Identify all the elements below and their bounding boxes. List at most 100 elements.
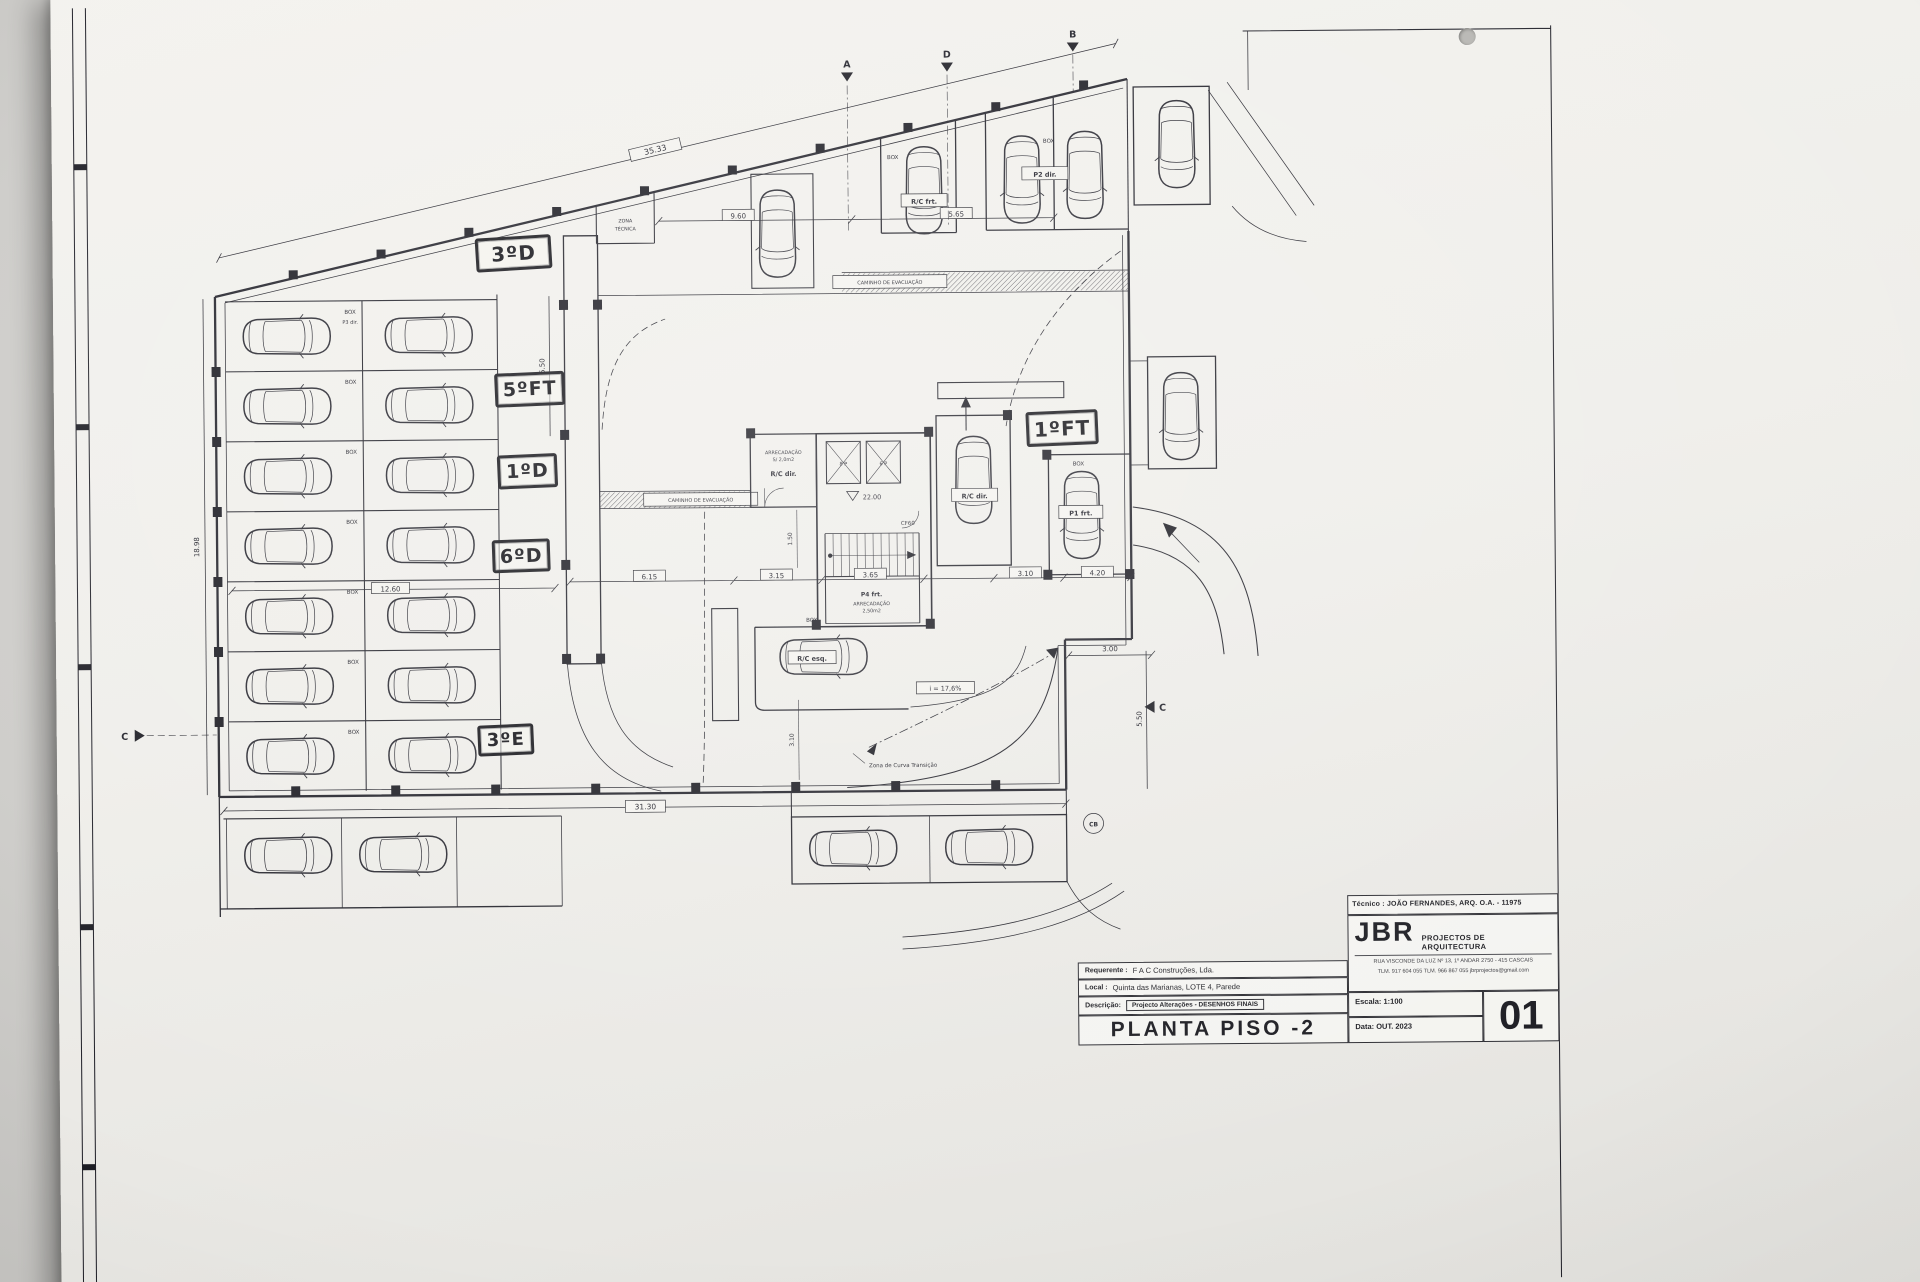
- drawing-title-text: PLANTA PISO -2: [1110, 1016, 1317, 1042]
- box-label: BOX: [347, 660, 359, 666]
- scale-text: Escala: 1:100: [1355, 996, 1403, 1007]
- elevator-label: 6 P: [879, 461, 887, 467]
- floor-plan-svg: BOX P3 dir. BOX BOX BOX BOX BOX BOX: [71, 8, 1563, 1282]
- top-right-parking: BOX R/C frt. BOX P2 dir.: [879, 30, 1315, 242]
- drawing-content: BOX P3 dir. BOX BOX BOX BOX BOX BOX: [50, 0, 1920, 1282]
- dim-1260: 12.60: [380, 585, 400, 593]
- curve-transition-label: Zona de Curva Transição: [869, 763, 938, 770]
- evacuation-path-label: CAMINHO DE EVACUAÇÃO: [857, 279, 922, 287]
- hole-punch-mark: [1458, 27, 1476, 46]
- dim-315: 3.15: [769, 572, 785, 580]
- box-label: BOX: [887, 155, 899, 161]
- client-label: Requerente :: [1084, 967, 1128, 975]
- hand-label-6d: 6ºD: [491, 538, 551, 574]
- title-block: Técnico : JOÃO FERNANDES, ARQ. O.A. - 11…: [1077, 893, 1560, 1046]
- firm-name: PROJECTOS DE ARQUITECTURA: [1421, 932, 1487, 952]
- unit-label-p2-dir: P2 dir.: [1033, 171, 1056, 179]
- technician-text: Técnico : JOÃO FERNANDES, ARQ. O.A. - 11…: [1352, 899, 1522, 909]
- titleblock-firm: JBR PROJECTOS DE ARQUITECTURA RUA VISCON…: [1347, 913, 1560, 993]
- unit-label-p3: P3 dir.: [342, 320, 358, 326]
- titleblock-date: Data: OUT. 2023: [1348, 1015, 1484, 1044]
- unit-label-p4-frt: P4 frt.: [861, 591, 882, 598]
- location-label: Local :: [1084, 984, 1108, 992]
- firm-address-2: TLM. 917 604 055 TLM. 966 867 055 jbrpro…: [1377, 967, 1530, 976]
- zona-tecnica-label: ZONA: [618, 218, 633, 224]
- hand-label-5ft: 5ºFT: [494, 370, 566, 408]
- paper-sheet: BOX P3 dir. BOX BOX BOX BOX BOX BOX: [50, 0, 1920, 1282]
- description-label: Descrição:: [1085, 1002, 1121, 1010]
- date-text: Data: OUT. 2023: [1355, 1021, 1413, 1032]
- ramp-slope-label: i = 17,6%: [929, 685, 961, 693]
- core-stairs-elevators: ARRECADAÇÃO S/ 2,0m2 R/C dir. 8 P 6 P 22…: [749, 431, 933, 628]
- box-label: BOX: [348, 730, 360, 736]
- left-parking-block: BOX P3 dir. BOX BOX BOX BOX BOX BOX: [224, 294, 502, 791]
- hand-label-1ft: 1ºFT: [1025, 409, 1099, 448]
- location-value: Quinta das Marianas, LOTE 4, Parede: [1112, 982, 1241, 993]
- titleblock-technician-row: Técnico : JOÃO FERNANDES, ARQ. O.A. - 11…: [1347, 893, 1559, 916]
- storage-area-label: S/ 2,0m2: [773, 457, 795, 463]
- box-label: BOX: [346, 520, 358, 526]
- fire-door-label: CF60: [901, 521, 916, 527]
- dim-310: 3.10: [1018, 570, 1034, 578]
- sheet-number-text: 01: [1498, 993, 1544, 1038]
- section-markers: A D B C C CB: [121, 29, 1166, 834]
- rc-esq-stall: BOX R/C esq.: [754, 618, 932, 711]
- dimensions: 35.33 9.60 5.65 31.30 12.60 6.15: [193, 38, 1156, 816]
- unit-label-rc-dir-room: R/C dir.: [770, 470, 796, 478]
- section-marker-d: D: [943, 50, 951, 61]
- box-label: BOX: [345, 380, 357, 386]
- client-value: F A C Construções, Lda.: [1132, 965, 1214, 976]
- bottom-parking-strip: [218, 789, 1068, 917]
- elevator-label: 8 P: [839, 461, 847, 467]
- dim-615: 6.15: [642, 573, 658, 581]
- firm-address-1: RUA VISCONDE DA LUZ Nº 13, 1º ANDAR 2750…: [1373, 957, 1534, 965]
- dim-960: 9.60: [730, 212, 746, 220]
- hand-label-3e: 3ºE: [477, 723, 535, 757]
- columns: [211, 80, 1135, 797]
- titleblock-description-row: Descrição: Projecto Alterações - DESENHO…: [1078, 994, 1349, 1016]
- box-label: BOX: [1073, 461, 1085, 467]
- firm-header: JBR PROJECTOS DE ARQUITECTURA: [1354, 916, 1552, 957]
- section-marker-c-right: C: [1159, 703, 1166, 714]
- dim-1898: 18.98: [193, 537, 201, 557]
- box-label: BOX: [347, 590, 359, 596]
- dim-150: 1.50: [787, 532, 794, 546]
- section-marker-cb: CB: [1089, 821, 1098, 828]
- unit-label-rc-dir: R/C dir.: [962, 492, 988, 500]
- right-parking: R/C dir. BOX P1 frt.: [935, 355, 1218, 576]
- box-label: BOX: [1043, 139, 1055, 145]
- dim-550-left: 5.50: [538, 358, 546, 374]
- section-marker-a: A: [843, 59, 851, 70]
- storage-label: ARRECADAÇÃO: [853, 600, 890, 607]
- dim-bottom: 31.30: [635, 802, 657, 811]
- dim-550-right: 5.50: [1136, 711, 1144, 727]
- box-label: BOX: [344, 310, 356, 316]
- firm-logo: JBR: [1354, 916, 1415, 948]
- evacuation-path-label: CAMINHO DE EVACUAÇÃO: [668, 496, 733, 504]
- hand-label-3d: 3ºD: [474, 234, 553, 273]
- level-marker-value: 22.00: [863, 493, 882, 501]
- box-label: BOX: [346, 450, 358, 456]
- storage-area-label: 2,50m2: [862, 608, 880, 614]
- center-circulation: CAMINHO DE EVACUAÇÃO CAMINHO DE EVACUAÇÃ…: [562, 173, 1129, 722]
- sheet-number: 01: [1483, 990, 1560, 1042]
- unit-label-p1-frt: P1 frt.: [1069, 509, 1092, 517]
- unit-label-rc-frt: R/C frt.: [911, 198, 937, 206]
- dim-310v: 3.10: [789, 733, 796, 747]
- zona-tecnica-label: TÉCNICA: [614, 224, 637, 232]
- hand-label-1d: 1ºD: [496, 452, 559, 490]
- dim-565: 5.65: [948, 210, 964, 218]
- dim-420: 4.20: [1090, 569, 1106, 577]
- titleblock-scale: Escala: 1:100: [1348, 990, 1484, 1018]
- plan-outline: [213, 77, 1134, 799]
- unit-label-rc-esq: R/C esq.: [797, 655, 827, 663]
- drawing-title: PLANTA PISO -2: [1078, 1013, 1349, 1046]
- section-marker-b: B: [1069, 29, 1076, 40]
- storage-label: ARRECADAÇÃO: [765, 449, 802, 456]
- sheet-frame: [71, 8, 1563, 1282]
- driveway-curves: i = 17,6% Zona de Curva Transição: [566, 250, 1259, 950]
- section-marker-c-left: C: [121, 732, 128, 743]
- dim-365: 3.65: [863, 571, 879, 579]
- dim-300: 3.00: [1102, 645, 1118, 653]
